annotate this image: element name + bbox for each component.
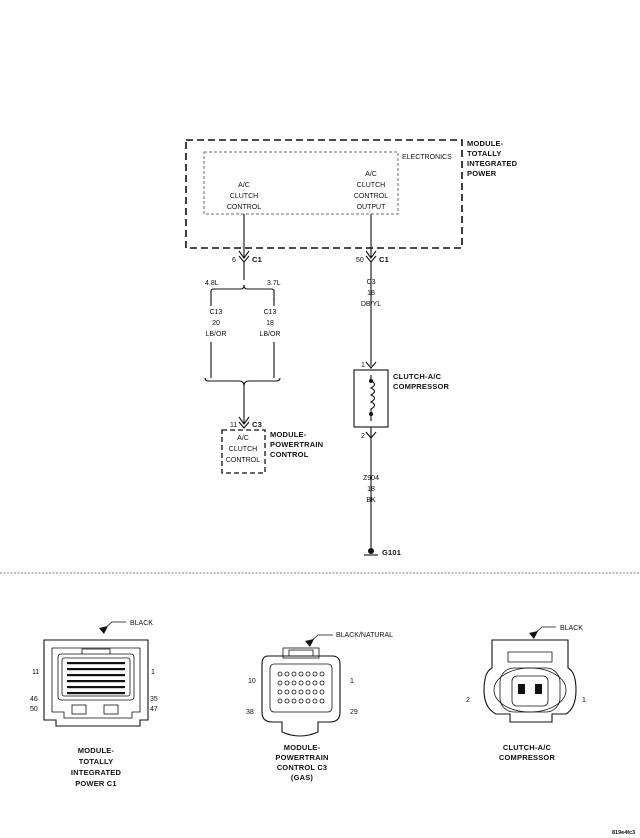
wire-z904-1: Z904 <box>363 475 379 482</box>
pcm-caption-4: (GAS) <box>291 773 314 782</box>
tipm-pin-field <box>67 662 125 695</box>
pcm-connector-outline <box>261 655 341 737</box>
compressor-title-1: CLUTCH-A/C <box>393 372 442 381</box>
pcm-pin-29: 29 <box>350 709 358 716</box>
ac-clutch-control-2: CLUTCH <box>230 193 258 200</box>
tipm-pin-11: 11 <box>32 669 39 676</box>
tipm-title-4: POWER <box>467 169 497 178</box>
pcm-caption-1: MODULE- <box>284 743 321 752</box>
tipm-caption-1: MODULE- <box>78 746 115 755</box>
schematic: MODULE- TOTALLY INTEGRATED POWER ELECTRO… <box>185 139 518 557</box>
ground-icon <box>364 548 378 556</box>
pcm-caption-2: POWERTRAIN <box>275 753 328 762</box>
engine-4-8: 4.8L <box>205 280 219 287</box>
pin-11-fork <box>238 421 250 429</box>
tipm-module-outline <box>185 139 463 249</box>
pcm-color-label: BLACK/NATURAL <box>336 632 393 639</box>
pin-50-conn: C1 <box>379 255 389 264</box>
wire-left-2: 20 <box>212 320 220 327</box>
tipm-caption-2: TOTALLY <box>79 757 114 766</box>
wire-z904-2: 18 <box>367 486 375 493</box>
ac-output-4: OUTPUT <box>357 204 387 211</box>
pcm-pin-field <box>277 671 325 704</box>
compressor-pin-1: 1 <box>361 362 365 369</box>
pcm-color-leader <box>309 634 333 643</box>
compressor-connector-outline <box>483 639 577 723</box>
ground-label: G101 <box>382 548 401 557</box>
wire-left-3: LB/OR <box>205 331 226 338</box>
tipm-pin-47: 47 <box>150 706 158 713</box>
merge-bracket <box>204 377 281 387</box>
ac-output-3: CONTROL <box>354 193 388 200</box>
wire-right-1: C13 <box>264 309 277 316</box>
pin-11-label: 11 <box>230 422 237 429</box>
pcm-title-3: CONTROL <box>270 450 309 459</box>
wire-left-1: C13 <box>210 309 223 316</box>
pin-6-label: 6 <box>232 257 236 264</box>
wire-right-3: LB/OR <box>259 331 280 338</box>
pin-50-arrow <box>365 250 377 259</box>
ac-output-1: A/C <box>365 171 377 178</box>
pin-11-arrow <box>238 416 250 425</box>
ac-output-2: CLUTCH <box>357 182 385 189</box>
compressor-connector-view: BLACK 2 1 CLUTCH-A/C COMPRESSOR <box>466 625 586 762</box>
wire-c3-2: 18 <box>367 290 375 297</box>
compressor-pin-2: 2 <box>361 433 365 440</box>
tipm-color-leader <box>103 621 126 630</box>
tipm-title-3: INTEGRATED <box>467 159 518 168</box>
wire-z904-3: BK <box>366 497 376 504</box>
compressor-caption-1: CLUTCH-A/C <box>503 743 552 752</box>
wire-c3-1: C3 <box>367 279 376 286</box>
compressor-caption-2: COMPRESSOR <box>499 753 556 762</box>
pin-50-label: 50 <box>356 257 364 264</box>
compressor-conn-pin-1: 1 <box>582 697 586 704</box>
tipm-connector-view: BLACK 11 1 46 50 35 47 MODULE- TOTALLY I… <box>30 620 158 788</box>
pcm-pin-10: 10 <box>248 678 256 685</box>
pcm-caption-3: CONTROL C3 <box>277 763 328 772</box>
tipm-caption-3: INTEGRATED <box>71 768 122 777</box>
pcm-title-2: POWERTRAIN <box>270 440 323 449</box>
pin-6-arrow <box>238 250 250 259</box>
ac-clutch-control-3: CONTROL <box>227 204 261 211</box>
tipm-connector-outline <box>43 639 149 727</box>
pcm-box-1: A/C <box>237 435 249 442</box>
tipm-title-2: TOTALLY <box>467 149 502 158</box>
figure-id: 819e4fc3 <box>612 830 635 836</box>
electronics-box <box>203 151 399 215</box>
compressor-title-2: COMPRESSOR <box>393 382 450 391</box>
pcm-pin-38: 38 <box>246 709 254 716</box>
pcm-box-2: CLUTCH <box>229 446 257 453</box>
tipm-pin-35: 35 <box>150 696 158 703</box>
ac-clutch-control-1: A/C <box>238 182 250 189</box>
tipm-color-label: BLACK <box>130 620 153 627</box>
compressor-conn-pin-2: 2 <box>466 697 470 704</box>
wire-right-2: 18 <box>266 320 274 327</box>
pcm-box-3: CONTROL <box>226 457 260 464</box>
tipm-title-1: MODULE- <box>467 139 504 148</box>
compressor-color-label: BLACK <box>560 625 583 632</box>
pin-6-conn: C1 <box>252 255 262 264</box>
tipm-pin-1: 1 <box>151 669 155 676</box>
pin-11-conn: C3 <box>252 420 262 429</box>
compressor-pin-1-arrow <box>365 361 377 369</box>
tipm-pin-50: 50 <box>30 706 38 713</box>
tipm-pin-46: 46 <box>30 696 38 703</box>
wire-c3-3: DB/YL <box>361 301 381 308</box>
pcm-connector-view: BLACK/NATURAL 10 1 38 29 MODULE- POWERTR… <box>246 632 393 782</box>
tipm-caption-4: POWER C1 <box>75 779 117 788</box>
pcm-module-outline <box>221 429 266 474</box>
pcm-pin-1: 1 <box>350 678 354 685</box>
pcm-title-1: MODULE- <box>270 430 307 439</box>
compressor-coil <box>369 380 376 414</box>
electronics-label: ELECTRONICS <box>402 154 452 161</box>
engine-3-7: 3.7L <box>267 280 281 287</box>
engine-split-bracket <box>210 284 275 300</box>
compressor-color-leader <box>533 626 556 635</box>
